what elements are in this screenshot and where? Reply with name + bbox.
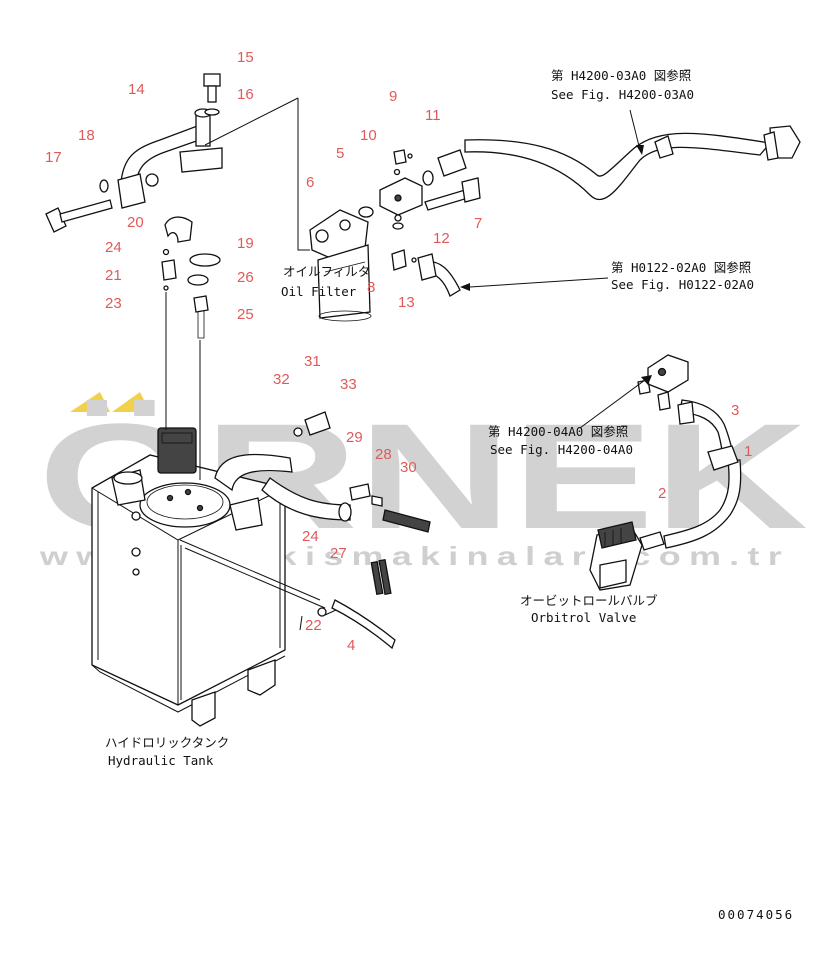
callout-23[interactable]: 23 xyxy=(105,295,122,312)
callout-18[interactable]: 18 xyxy=(78,127,95,144)
ref-h4200-04a0-en: See Fig. H4200-04A0 xyxy=(490,442,633,457)
callout-22[interactable]: 22 xyxy=(305,617,322,634)
callout-20[interactable]: 20 xyxy=(127,214,144,231)
watermark-accent-left xyxy=(70,392,110,412)
ref-h4200-04a0-jp: 第 H4200-04A0 図参照 xyxy=(488,424,628,439)
callout-14[interactable]: 14 xyxy=(128,81,145,98)
orbitrol-valve-label-jp: オービットロールバルブ xyxy=(520,593,658,608)
callout-11[interactable]: 11 xyxy=(425,107,441,124)
callout-21[interactable]: 21 xyxy=(105,267,122,284)
callout-16[interactable]: 16 xyxy=(237,86,254,103)
callout-24a[interactable]: 24 xyxy=(105,239,122,256)
callout-30[interactable]: 30 xyxy=(400,459,417,476)
callouts: 1 2 3 4 5 6 7 8 9 10 11 12 13 14 15 16 1… xyxy=(45,49,752,654)
callout-28[interactable]: 28 xyxy=(375,446,392,463)
hydraulic-tank-label-en: Hydraulic Tank xyxy=(108,753,214,768)
callout-3[interactable]: 3 xyxy=(731,402,739,419)
callout-25[interactable]: 25 xyxy=(237,306,254,323)
callout-19[interactable]: 19 xyxy=(237,235,254,252)
callout-1[interactable]: 1 xyxy=(744,443,752,460)
callout-33[interactable]: 33 xyxy=(340,376,357,393)
oil-filter-label-en: Oil Filter xyxy=(281,284,357,299)
suction-pipe-assembly xyxy=(45,73,223,480)
oil-filter-label-jp: オイルフィルタ xyxy=(283,264,370,279)
watermark-accent-right xyxy=(112,392,150,412)
orbitrol-valve-assembly xyxy=(589,354,742,591)
callout-24b[interactable]: 24 xyxy=(302,528,319,545)
oil-filter-assembly xyxy=(309,125,801,322)
callout-13[interactable]: 13 xyxy=(398,294,415,311)
callout-2[interactable]: 2 xyxy=(658,485,666,502)
center-hoses xyxy=(261,411,431,650)
callout-8[interactable]: 8 xyxy=(367,279,375,296)
callout-10[interactable]: 10 xyxy=(360,127,377,144)
callout-31[interactable]: 31 xyxy=(304,353,321,370)
ref-h4200-03a0-en: See Fig. H4200-03A0 xyxy=(551,87,694,102)
callout-32[interactable]: 32 xyxy=(273,371,290,388)
callout-6[interactable]: 6 xyxy=(306,174,314,191)
callout-7[interactable]: 7 xyxy=(474,215,482,232)
callout-26[interactable]: 26 xyxy=(237,269,254,286)
callout-15[interactable]: 15 xyxy=(237,49,254,66)
callout-27[interactable]: 27 xyxy=(330,545,347,562)
callout-17[interactable]: 17 xyxy=(45,149,62,166)
callout-29[interactable]: 29 xyxy=(346,429,363,446)
callout-4[interactable]: 4 xyxy=(347,637,355,654)
drawing-number: 00074056 xyxy=(718,907,794,922)
callout-9[interactable]: 9 xyxy=(389,88,397,105)
reference-labels: 第 H4200-03A0 図参照 See Fig. H4200-03A0 第 H… xyxy=(105,68,794,922)
hydraulic-tank xyxy=(91,427,326,727)
callout-12[interactable]: 12 xyxy=(433,230,450,247)
orbitrol-valve-label-en: Orbitrol Valve xyxy=(531,610,636,625)
ref-h0122-02a0-en: See Fig. H0122-02A0 xyxy=(611,277,754,292)
hydraulic-tank-label-jp: ハイドロリックタンク xyxy=(105,735,229,750)
ref-h0122-02a0-jp: 第 H0122-02A0 図参照 xyxy=(611,260,751,275)
callout-5[interactable]: 5 xyxy=(336,145,344,162)
ref-h4200-03a0-jp: 第 H4200-03A0 図参照 xyxy=(551,68,691,83)
reference-leaders xyxy=(204,97,652,429)
